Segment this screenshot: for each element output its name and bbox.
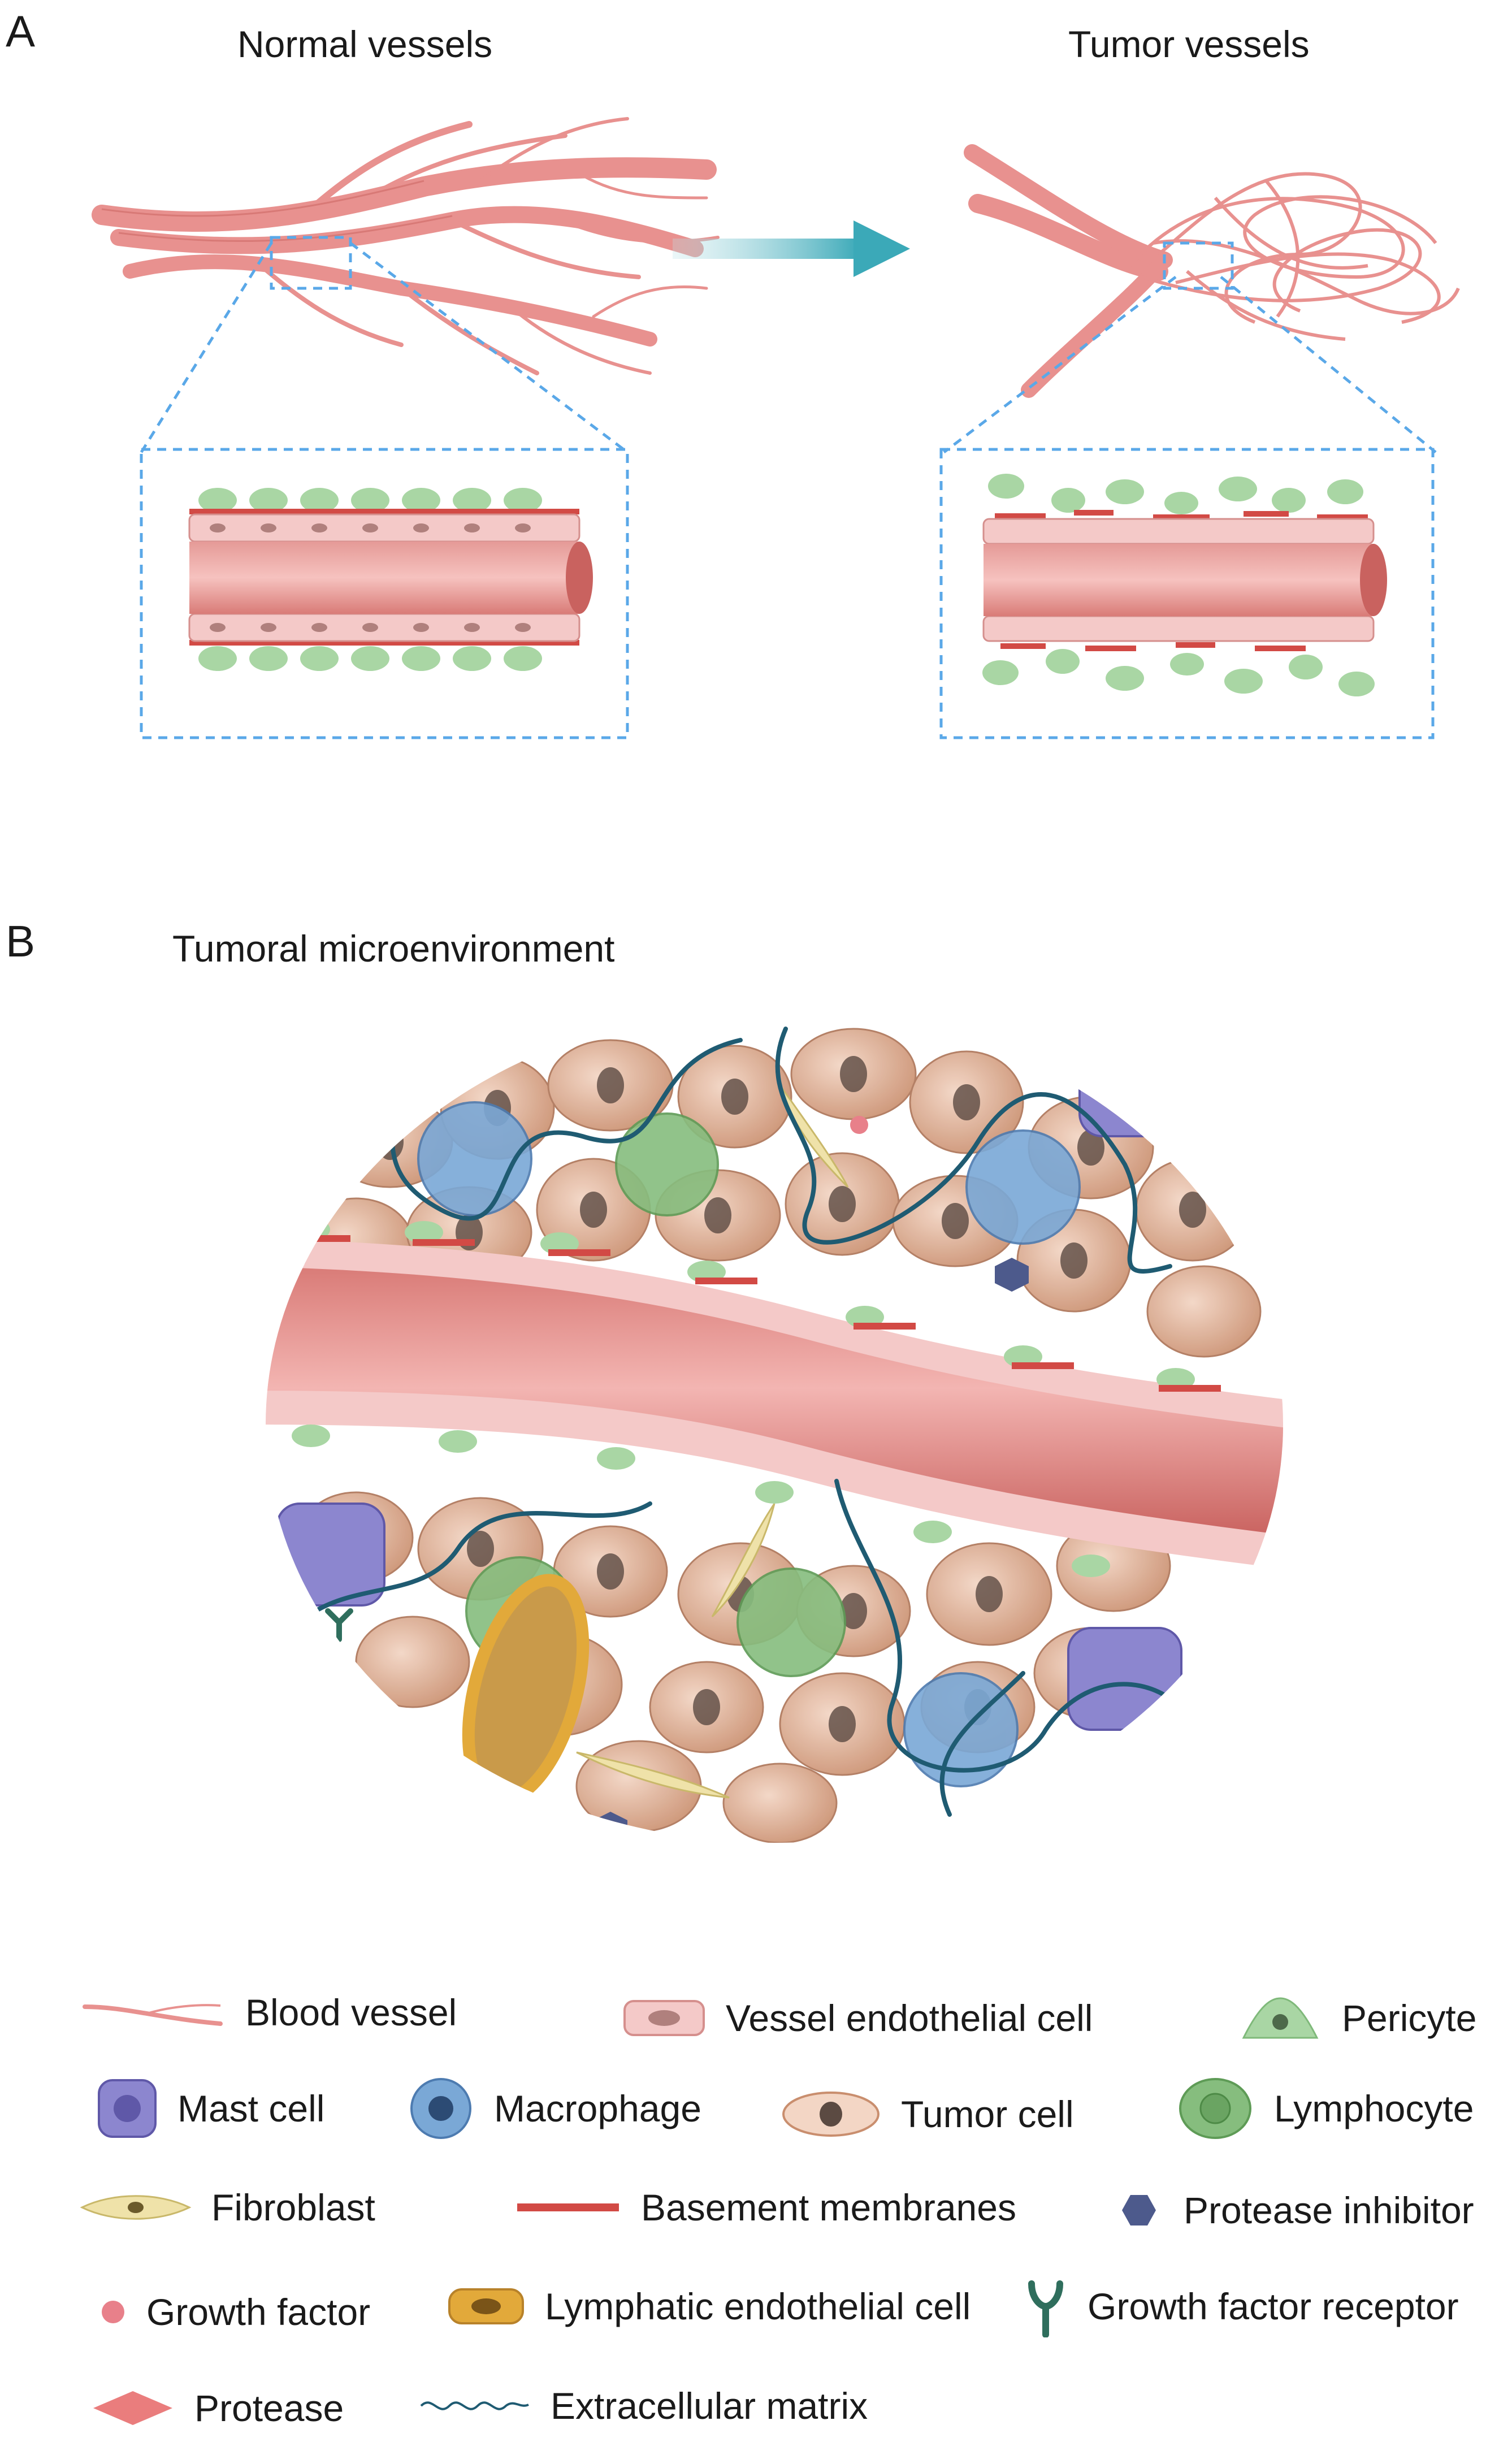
normal-vessel-network xyxy=(92,117,720,375)
tumoral-microenvironment-title: Tumoral microenvironment xyxy=(172,928,615,969)
legend-lymphocyte: Lymphocyte xyxy=(1176,2075,1474,2142)
tumor-vessels-title: Tumor vessels xyxy=(1068,23,1310,65)
normal-vessel-crosssection xyxy=(140,448,629,739)
legend-growth-factor: Growth factor xyxy=(99,2278,370,2346)
legend-label: Protease xyxy=(194,2387,344,2429)
growth-factor-receptor-icon xyxy=(1023,2275,1068,2337)
tumor-vessel-crosssection xyxy=(939,448,1435,739)
tumor-zoom-lines xyxy=(943,276,1437,453)
mast-cell-icon xyxy=(96,2077,158,2140)
legend-label: Lymphatic endothelial cell xyxy=(545,2285,971,2327)
legend-extracellular-matrix: Extracellular matrix xyxy=(418,2372,868,2440)
pericyte-icon xyxy=(1238,1993,1323,2043)
legend-blood-vessel: Blood vessel xyxy=(79,1978,457,2046)
panel-a-letter: A xyxy=(6,6,36,56)
tumoral-microenvironment-illustration xyxy=(266,1027,1283,1843)
protease-inhibitor-icon xyxy=(1114,2190,1164,2230)
legend-label: Macrophage xyxy=(494,2088,701,2129)
legend-label: Extracellular matrix xyxy=(551,2385,868,2427)
legend-fibroblast: Fibroblast xyxy=(79,2173,375,2241)
growth-factor-icon xyxy=(99,2298,127,2326)
legend-pericyte: Pericyte xyxy=(1238,1984,1476,2052)
legend-macrophage: Macrophage xyxy=(407,2075,701,2142)
legend-protease-inhibitor: Protease inhibitor xyxy=(1114,2176,1474,2244)
legend-label: Lymphocyte xyxy=(1274,2088,1474,2129)
legend-label: Growth factor xyxy=(146,2291,371,2333)
protease-icon xyxy=(90,2388,175,2428)
legend-mast-cell: Mast cell xyxy=(96,2075,324,2142)
legend-label: Protease inhibitor xyxy=(1184,2189,1474,2231)
legend-growth-factor-receptor: Growth factor receptor xyxy=(1023,2272,1459,2340)
fibroblast-icon xyxy=(79,2188,192,2227)
legend-label: Vessel endothelial cell xyxy=(726,1997,1093,2039)
endothelial-cell-icon xyxy=(622,1995,707,2041)
macrophage-icon xyxy=(407,2075,475,2142)
normal-zoom-lines xyxy=(140,242,629,453)
legend-protease: Protease xyxy=(90,2374,344,2442)
extracellular-matrix-icon xyxy=(418,2389,531,2423)
legend-label: Blood vessel xyxy=(245,1991,457,2033)
legend-label: Mast cell xyxy=(177,2088,325,2129)
normal-vessels-title: Normal vessels xyxy=(237,23,493,65)
lymphocyte-icon xyxy=(1176,2075,1255,2142)
lymphatic-endothelial-cell-icon xyxy=(447,2284,526,2329)
legend-basement-membranes: Basement membranes xyxy=(514,2173,1016,2241)
basement-membrane-icon xyxy=(514,2199,622,2216)
legend-label: Pericyte xyxy=(1342,1997,1477,2039)
legend-vessel-endothelial-cell: Vessel endothelial cell xyxy=(622,1984,1093,2052)
legend-label: Tumor cell xyxy=(901,2093,1074,2135)
legend-tumor-cell: Tumor cell xyxy=(780,2080,1074,2148)
legend-label: Basement membranes xyxy=(641,2186,1016,2228)
panel-b-letter: B xyxy=(6,916,36,966)
blood-vessel-icon xyxy=(79,1990,226,2035)
legend-label: Growth factor receptor xyxy=(1088,2285,1459,2327)
legend-label: Fibroblast xyxy=(211,2186,375,2228)
tumor-vessel-network xyxy=(964,144,1460,398)
transition-arrow xyxy=(673,220,910,277)
legend-lymphatic-endothelial-cell: Lymphatic endothelial cell xyxy=(447,2272,971,2340)
tumor-cell-icon xyxy=(780,2089,882,2140)
